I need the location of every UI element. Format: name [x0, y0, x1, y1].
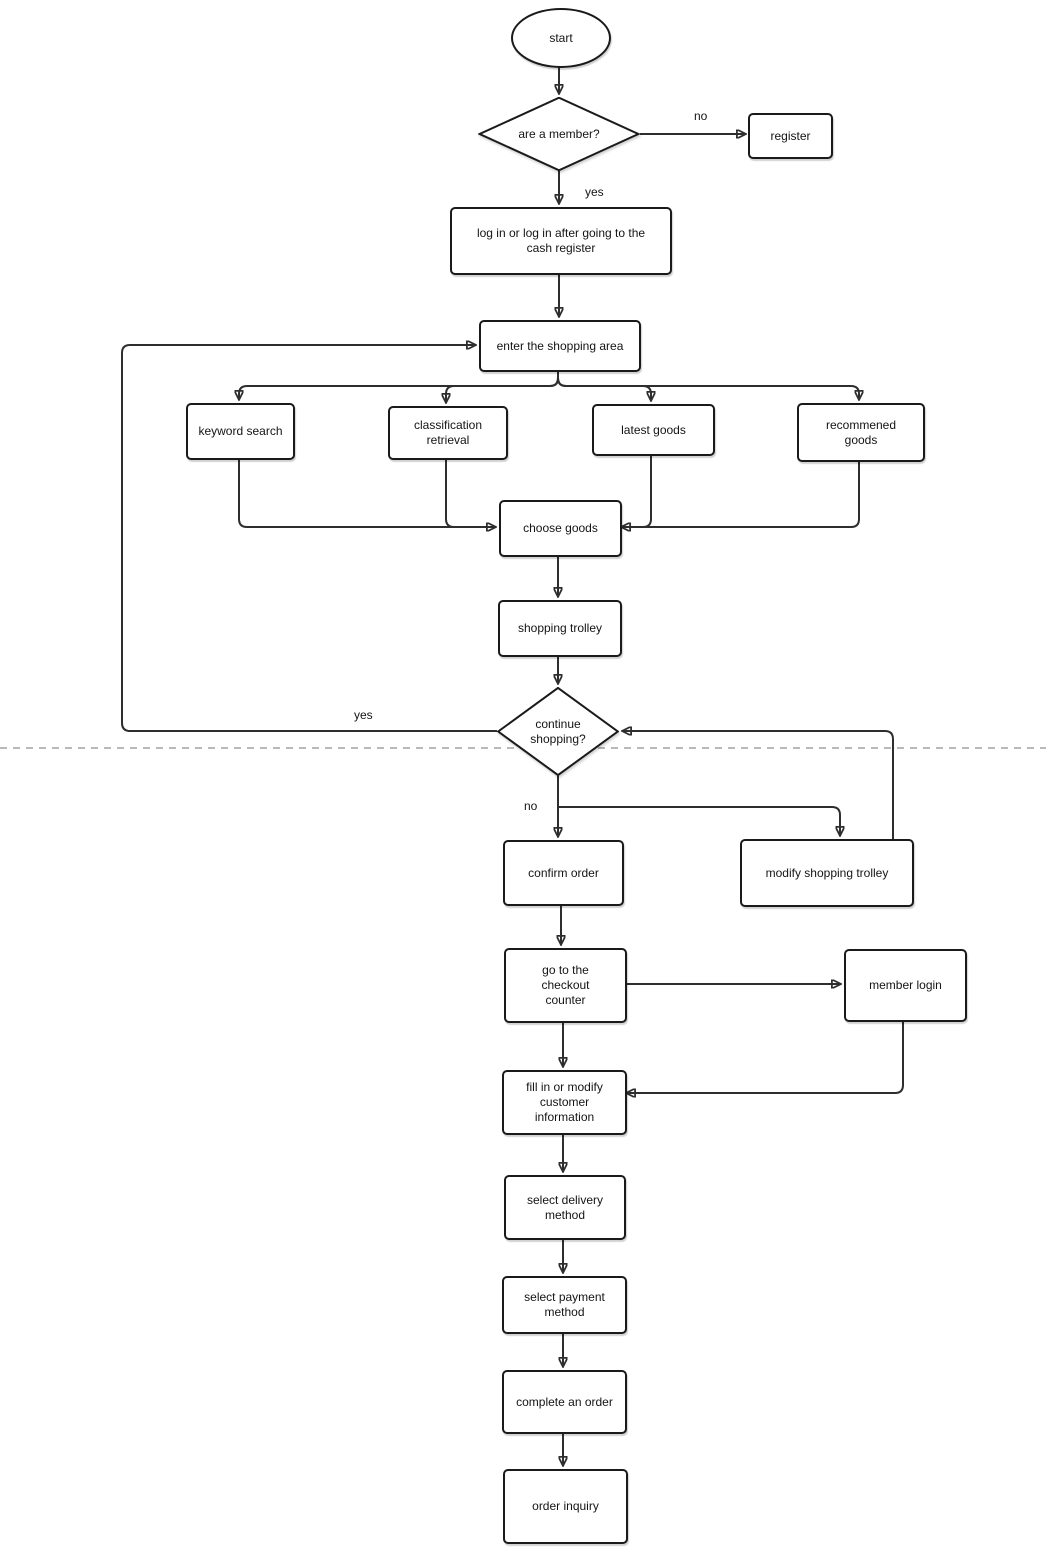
edge-enter-area-to-classification-retrieval — [446, 368, 559, 402]
node-start: start — [511, 8, 611, 68]
node-keyword-search-label: keyword search — [198, 424, 283, 438]
node-enter-area: enter the shopping area — [479, 320, 641, 372]
node-payment-method-label: select payment method — [524, 1290, 605, 1319]
node-start-label: start — [549, 30, 573, 45]
diamond-shape — [478, 97, 640, 171]
node-checkout-counter-label: go to the checkout counter — [541, 963, 590, 1007]
node-modify-trolley-label: modify shopping trolley — [765, 865, 889, 880]
node-payment-method: select payment method — [502, 1276, 627, 1334]
edge-latest-goods-to-choose-goods — [630, 452, 652, 528]
edge-label-member-yes: yes — [585, 185, 604, 199]
edge-enter-area-to-recommened-goods — [557, 368, 859, 399]
edge-continue-shopping-yes-loop — [121, 345, 497, 732]
node-classification-retrieval: classification retrieval — [388, 406, 508, 460]
node-choose-goods: choose goods — [499, 500, 622, 557]
node-latest-goods-label: latest goods — [621, 422, 686, 437]
edge-label-continue-yes: yes — [354, 708, 373, 722]
edge-member-login-to-customer-info — [627, 1018, 904, 1093]
node-customer-info: fill in or modify customer information — [502, 1070, 627, 1135]
node-complete-order-label: complete an order — [516, 1394, 613, 1409]
node-checkout-counter: go to the checkout counter — [504, 948, 627, 1023]
node-classification-retrieval-label: classification retrieval — [413, 418, 483, 447]
node-shopping-trolley: shopping trolley — [498, 600, 622, 657]
edge-label-continue-no: no — [524, 799, 538, 813]
node-register: register — [748, 113, 833, 159]
node-login-label: log in or log in after going to the cash… — [476, 226, 646, 255]
edge-classification-retrieval-to-choose-goods — [445, 456, 480, 528]
node-continue-shopping-label: continue shopping? — [530, 716, 586, 746]
node-delivery-method-label: select delivery method — [526, 1192, 604, 1222]
edge-label-member-no: no — [694, 109, 708, 123]
edge-enter-area-to-keyword-search — [239, 368, 559, 399]
node-member-login: member login — [844, 949, 967, 1022]
node-register-label: register — [770, 128, 811, 143]
node-confirm-order-label: confirm order — [528, 865, 599, 880]
node-shopping-trolley-label: shopping trolley — [517, 621, 603, 635]
node-complete-order: complete an order — [502, 1370, 627, 1434]
diamond-shape — [497, 687, 619, 776]
node-member-check-label: are a member? — [518, 126, 600, 141]
edge-continue-shopping-to-modify-trolley — [558, 806, 840, 835]
edge-keyword-search-to-choose-goods — [238, 456, 495, 527]
node-recommened-goods-label: recommened goods — [825, 417, 897, 447]
node-member-login-label: member login — [869, 978, 942, 992]
node-latest-goods: latest goods — [592, 404, 715, 456]
node-login: log in or log in after going to the cash… — [450, 207, 672, 275]
node-delivery-method: select delivery method — [504, 1175, 626, 1240]
node-order-inquiry-label: order inquiry — [532, 1499, 599, 1513]
edge-enter-area-to-latest-goods — [557, 368, 651, 400]
node-choose-goods-label: choose goods — [523, 521, 598, 535]
edge-recommened-goods-to-choose-goods — [622, 458, 860, 527]
node-continue-shopping: continue shopping? — [497, 687, 619, 776]
node-keyword-search: keyword search — [186, 403, 295, 460]
node-confirm-order: confirm order — [503, 840, 624, 906]
node-order-inquiry: order inquiry — [503, 1469, 628, 1544]
node-modify-trolley: modify shopping trolley — [740, 839, 914, 907]
node-customer-info-label: fill in or modify customer information — [526, 1080, 603, 1124]
node-enter-area-label: enter the shopping area — [496, 338, 624, 353]
node-recommened-goods: recommened goods — [797, 403, 925, 462]
edge-modify-trolley-to-continue-shopping — [623, 731, 894, 839]
node-member-check: are a member? — [478, 97, 640, 171]
